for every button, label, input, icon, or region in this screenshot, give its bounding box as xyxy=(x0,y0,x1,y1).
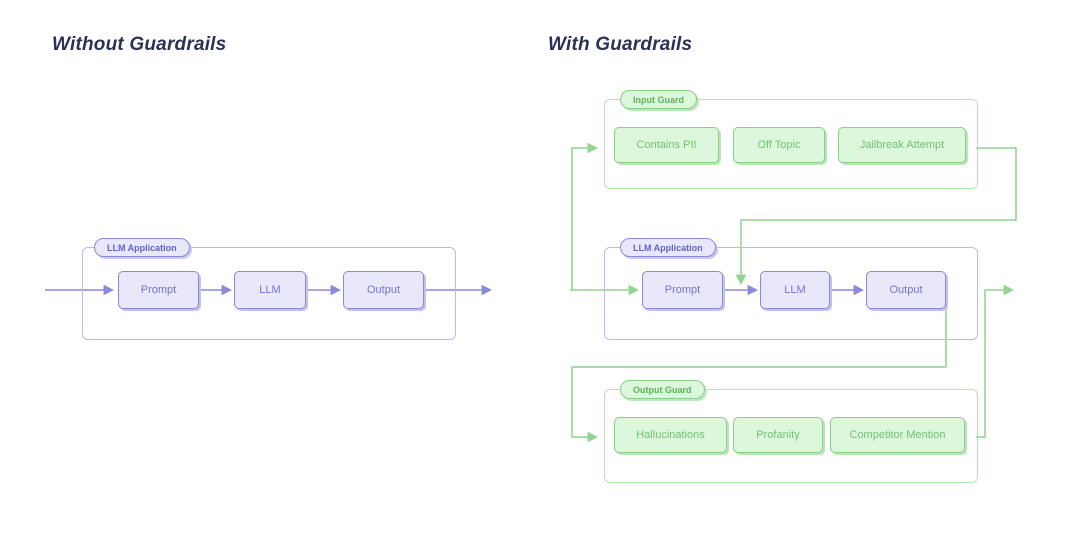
input-guard-return-line xyxy=(735,147,1017,286)
to-output-guard-line xyxy=(571,291,947,443)
right-title: With Guardrails xyxy=(548,34,693,55)
left-llm-application-container xyxy=(82,247,456,340)
right-llm-application-label: LLM Application xyxy=(620,238,716,257)
competitor-mention-node: Competitor Mention xyxy=(830,417,965,453)
contains-pii-node: Contains PII xyxy=(614,127,719,163)
left-output-node: Output xyxy=(343,271,424,309)
input-guard-container xyxy=(604,99,978,189)
right-llm-node: LLM xyxy=(760,271,830,309)
left-llm-application-label: LLM Application xyxy=(94,238,190,257)
output-guard-container xyxy=(604,389,978,483)
right-output-node: Output xyxy=(866,271,946,309)
output-guard-label: Output Guard xyxy=(620,380,705,399)
left-title: Without Guardrails xyxy=(52,34,227,55)
left-prompt-node: Prompt xyxy=(118,271,199,309)
final-output-arrow xyxy=(976,284,1015,438)
off-topic-node: Off Topic xyxy=(733,127,825,163)
jailbreak-attempt-node: Jailbreak Attempt xyxy=(838,127,966,163)
input-guard-label: Input Guard xyxy=(620,90,697,109)
right-prompt-node: Prompt xyxy=(642,271,723,309)
to-input-guard-line xyxy=(571,142,599,290)
hallucinations-node: Hallucinations xyxy=(614,417,727,453)
profanity-node: Profanity xyxy=(733,417,823,453)
right-llm-application-container xyxy=(604,247,978,340)
left-llm-node: LLM xyxy=(234,271,306,309)
